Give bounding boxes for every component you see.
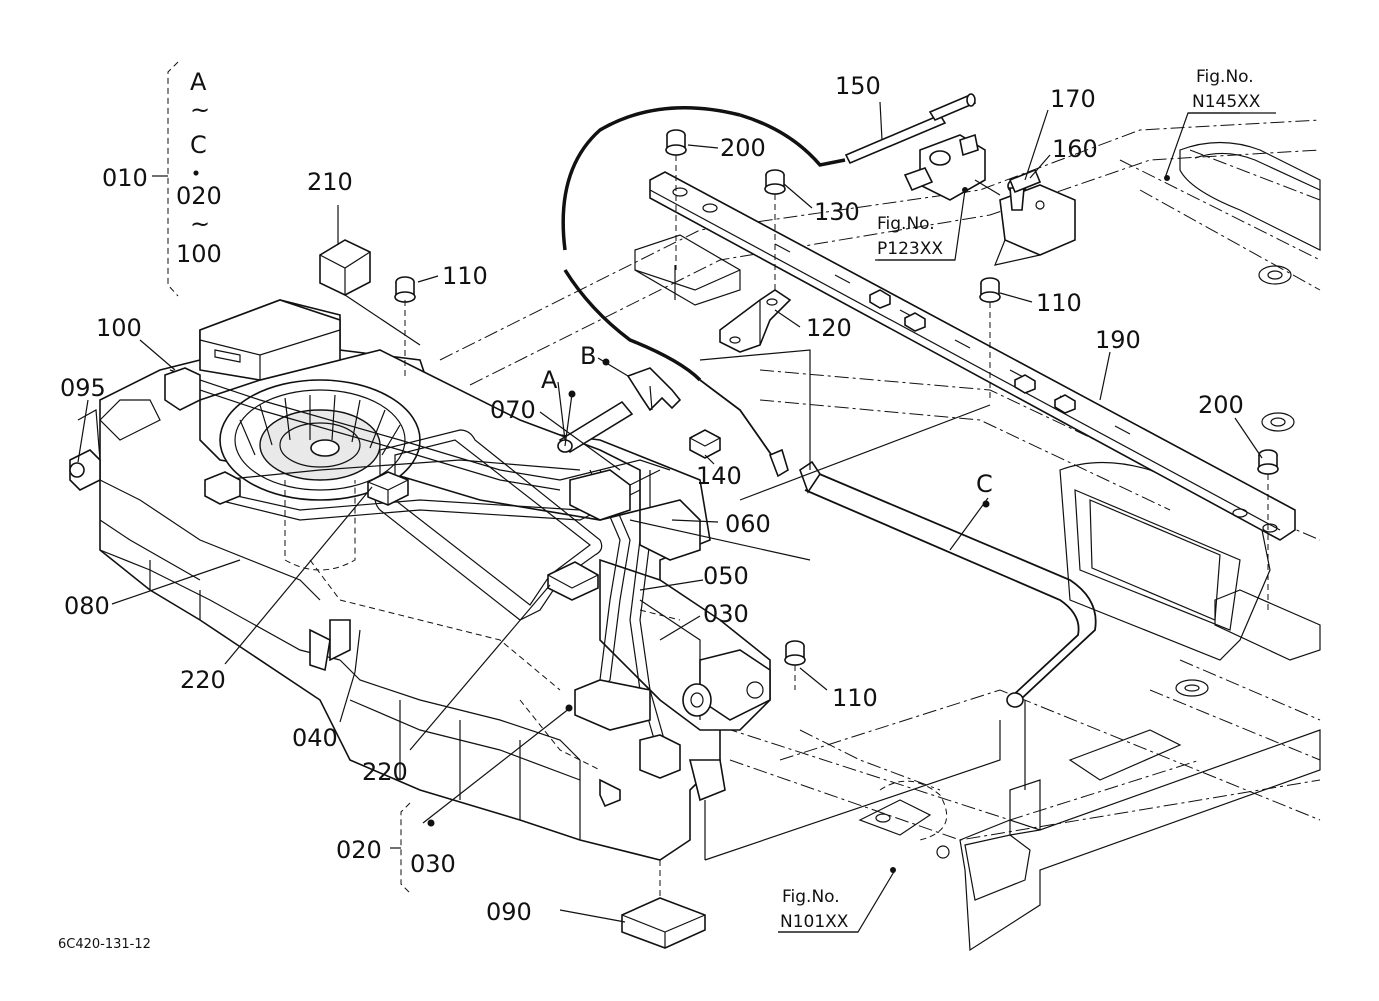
fig-ref-underlines <box>778 112 1276 933</box>
drain-hose-b <box>626 367 682 412</box>
group-line-4: ・ <box>184 160 208 188</box>
bolt-200-upper <box>665 129 687 270</box>
label-110-right: 110 <box>1036 289 1082 317</box>
fig-ref-title: Fig.No. <box>877 214 935 234</box>
label-110-upper-left: 110 <box>442 262 488 290</box>
control-cable <box>561 106 846 478</box>
label-040: 040 <box>292 724 338 752</box>
label-050: 050 <box>703 562 749 590</box>
group-010-labels: 010 A ~ C ・ 020 ~ 100 <box>102 68 222 268</box>
fig-ref-code: N145XX <box>1192 92 1261 112</box>
bolt-130 <box>764 169 786 290</box>
group-line-6: ~ <box>190 210 210 238</box>
label-120: 120 <box>806 314 852 342</box>
leader-dots <box>427 175 1170 873</box>
part-220-pad-upper <box>367 471 409 506</box>
label-a: A <box>541 366 558 394</box>
label-130: 130 <box>814 198 860 226</box>
diagram-footer-code: 6C420-131-12 <box>58 937 151 952</box>
label-c: C <box>976 470 993 498</box>
label-200-right: 200 <box>1198 391 1244 419</box>
group-line-5: 020 <box>176 182 222 210</box>
label-095: 095 <box>60 374 106 402</box>
bolt-110-lower <box>784 640 806 690</box>
fig-ref-code: P123XX <box>877 239 943 259</box>
part-090-pad <box>621 860 706 949</box>
group-code: 010 <box>102 164 148 192</box>
group-line-3: C <box>190 131 207 159</box>
label-090: 090 <box>486 898 532 926</box>
bolt-200-right <box>1257 449 1279 610</box>
fig-ref-code: N101XX <box>780 912 849 932</box>
label-110-lower: 110 <box>832 684 878 712</box>
label-150: 150 <box>835 72 881 100</box>
label-160: 160 <box>1052 135 1098 163</box>
group-line-2: ~ <box>190 96 210 124</box>
fig-ref-n101xx: Fig.No. N101XX <box>780 887 849 932</box>
label-030: 030 <box>703 600 749 628</box>
part-190-rail <box>649 171 1296 541</box>
label-190: 190 <box>1095 326 1141 354</box>
subgroup-020-labels: 020 030 <box>336 836 456 878</box>
bolt-110-right <box>979 277 1001 400</box>
part-140-clip <box>689 429 721 459</box>
group-line-7: 100 <box>176 240 222 268</box>
part-210-pad <box>319 239 421 346</box>
subgroup-code: 020 <box>336 836 382 864</box>
mounting-block <box>634 234 741 306</box>
fig-ref-title: Fig.No. <box>1196 67 1254 87</box>
label-060: 060 <box>725 510 771 538</box>
label-210: 210 <box>307 168 353 196</box>
label-100: 100 <box>96 314 142 342</box>
label-140: 140 <box>696 462 742 490</box>
part-number-labels: 210 110 100 095 080 220 040 220 090 070 … <box>60 72 1244 926</box>
group-bracket-010 <box>152 61 179 297</box>
group-line-1: A <box>190 68 207 96</box>
label-170: 170 <box>1050 85 1096 113</box>
subgroup-item: 030 <box>410 850 456 878</box>
drain-hose-c <box>799 460 1097 708</box>
fig-ref-n145xx: Fig.No. N145XX <box>1192 67 1261 112</box>
label-080: 080 <box>64 592 110 620</box>
group-bracket-020 <box>390 802 411 894</box>
fig-ref-title: Fig.No. <box>782 887 840 907</box>
part-150-cable-end <box>844 93 977 165</box>
part-120-bracket <box>719 289 792 353</box>
label-220-bottom: 220 <box>362 758 408 786</box>
label-b: B <box>580 342 596 370</box>
label-070: 070 <box>490 396 536 424</box>
label-220-left: 220 <box>180 666 226 694</box>
fig-ref-p123xx: Fig.No. P123XX <box>877 214 943 259</box>
label-200-upper: 200 <box>720 134 766 162</box>
bolt-110-upper-left <box>394 276 416 380</box>
